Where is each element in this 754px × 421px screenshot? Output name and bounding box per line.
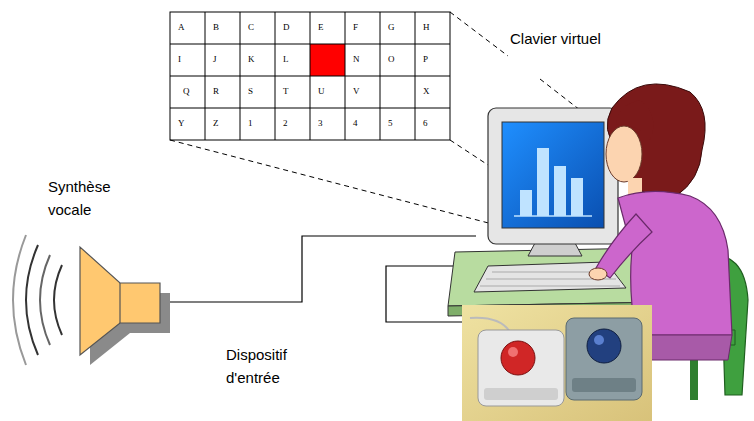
key-cell-label: 6 [423,118,428,128]
key-cell-label: N [353,54,360,64]
key-cell-label: D [283,22,290,32]
key-cell-label: 4 [353,118,358,128]
highlight-cell [310,44,345,76]
part-label: Clavier virtuel [508,27,603,50]
key-cell-label: F [353,22,358,32]
key-cell-label: U [318,86,325,96]
key-cell-label: I [178,54,181,64]
key-cell-label: R [213,86,219,96]
key-cell-label: L [283,54,289,64]
key-cell-label: K [248,54,255,64]
speaker-symbol [13,235,170,365]
key-cell-label: 2 [283,118,288,128]
key-cell-label: A [178,22,185,32]
keyboard-grid [170,12,450,140]
part-label: Synthèse vocale [46,175,132,221]
input-device-photo [462,305,652,421]
key-cell-label: S [248,86,253,96]
key-cell-label: G [388,22,395,32]
wires [160,236,476,322]
key-cell-label: H [423,22,430,32]
key-cell-label: E [318,22,324,32]
key-cell-label: Q [183,86,190,96]
key-cell-label: J [213,54,217,64]
key-cell-label: Y [178,118,185,128]
key-cell-label: P [423,54,428,64]
key-cell-label: X [423,86,430,96]
key-cell-label: T [283,86,289,96]
key-cell-label: 3 [318,118,323,128]
key-cell-label: 5 [388,118,393,128]
key-cell-label: C [248,22,254,32]
key-cell-label: 1 [248,118,253,128]
key-cell-label: B [213,22,219,32]
key-cell-label: Z [213,118,219,128]
key-cell-label: O [388,54,395,64]
key-cell-label: V [353,86,360,96]
part-label: Dispositif d'entrée [224,343,312,389]
